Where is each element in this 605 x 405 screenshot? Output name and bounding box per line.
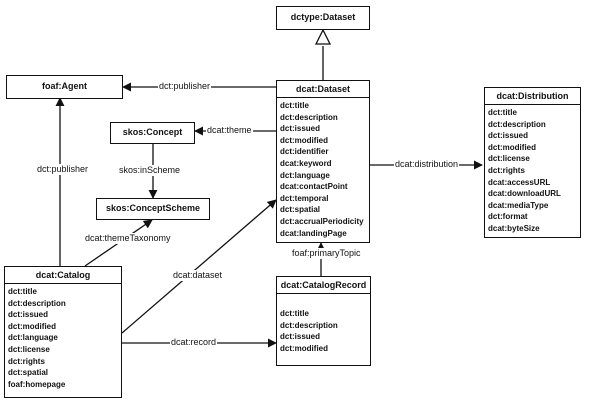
attribute: dct:rights [8,356,45,366]
class-name: dcat:Distribution [485,88,580,105]
attribute: dct:temporal [280,193,329,203]
attribute: dct:license [8,344,50,354]
class-name: dctype:Dataset [290,12,356,22]
label-primary-topic: foaf:primaryTopic [291,248,362,259]
attribute: dct:modified [280,343,328,353]
attribute: dct:title [280,309,309,318]
attribute: dct:modified [280,135,328,145]
class-name: skos:ConceptScheme [105,203,201,213]
label-record: dcat:record [170,337,218,348]
attribute: dct:spatial [8,368,49,378]
label-publisher-dataset: dct:publisher [158,81,212,92]
attribute: dct:modified [8,321,56,331]
attribute: dcat:contactPoint [280,182,348,192]
class-dcat-distribution: dcat:Distribution dct:title dct:descript… [484,87,581,238]
attribute: dct:rights [488,165,525,175]
label-dataset: dcat:dataset [172,270,224,281]
class-name: skos:Concept [122,127,183,137]
attribute: dct:format [488,212,528,222]
attribute: dct:title [488,108,517,117]
class-dcat-dataset: dcat:Dataset dct:title dct:description d… [276,80,370,243]
attribute-list: dct:title dct:description dct:issued dct… [5,284,121,392]
attribute: dcat:mediaType [488,200,549,210]
dataset-edge [121,199,277,334]
attribute: dcat:landingPage [280,228,347,238]
attribute: dcat:accessURL [488,177,551,187]
label-inscheme: skos:inScheme [118,165,182,176]
class-skos-conceptscheme: skos:ConceptScheme [96,198,210,220]
class-name: dcat:CatalogRecord [277,277,370,294]
attribute: dct:title [280,101,309,110]
attribute: dct:description [488,119,546,129]
attribute: dcat:byteSize [488,223,540,233]
attribute: dcat:keyword [280,158,332,168]
attribute: dct:accrualPeriodicity [280,216,364,226]
attribute: dct:identifier [280,147,329,157]
attribute: dct:description [280,320,338,330]
attribute: dct:language [280,170,330,180]
class-name: dcat:Catalog [5,267,121,284]
attribute: dct:issued [8,310,49,320]
attribute: dct:issued [280,124,321,134]
label-distribution: dcat:distribution [394,159,460,170]
attribute: dcat:downloadURL [488,189,561,199]
attribute: dct:issued [488,131,529,141]
class-skos-concept: skos:Concept [110,122,195,144]
class-name: foaf:Agent [42,81,87,91]
attribute: dct:title [8,287,37,296]
attribute: dct:description [8,298,66,308]
label-theme: dcat:theme [206,125,253,136]
label-publisher-catalog: dct:publisher [36,164,90,175]
attribute: dct:spatial [280,205,321,215]
attribute: dct:license [488,154,530,164]
attribute: foaf:homepage [8,379,66,389]
class-dcat-catalogrecord: dcat:CatalogRecord dct:title dct:descrip… [276,276,371,366]
label-theme-taxonomy: dcat:themeTaxonomy [84,233,172,244]
attribute-list: dct:title dct:description dct:issued dct… [277,98,369,241]
attribute-list: dct:title dct:description dct:issued dct… [485,105,580,237]
class-dcat-catalog: dcat:Catalog dct:title dct:description d… [4,266,122,398]
class-name: dcat:Dataset [277,81,369,98]
class-foaf-agent: foaf:Agent [6,75,123,99]
class-dctype-dataset: dctype:Dataset [276,6,370,30]
attribute: dct:description [280,112,338,122]
attribute: dct:issued [280,332,321,342]
attribute: dct:language [8,333,58,343]
inheritance-triangle [314,28,332,45]
attribute: dct:modified [488,142,536,152]
attribute-list: dct:title dct:description dct:issued dct… [277,294,370,356]
